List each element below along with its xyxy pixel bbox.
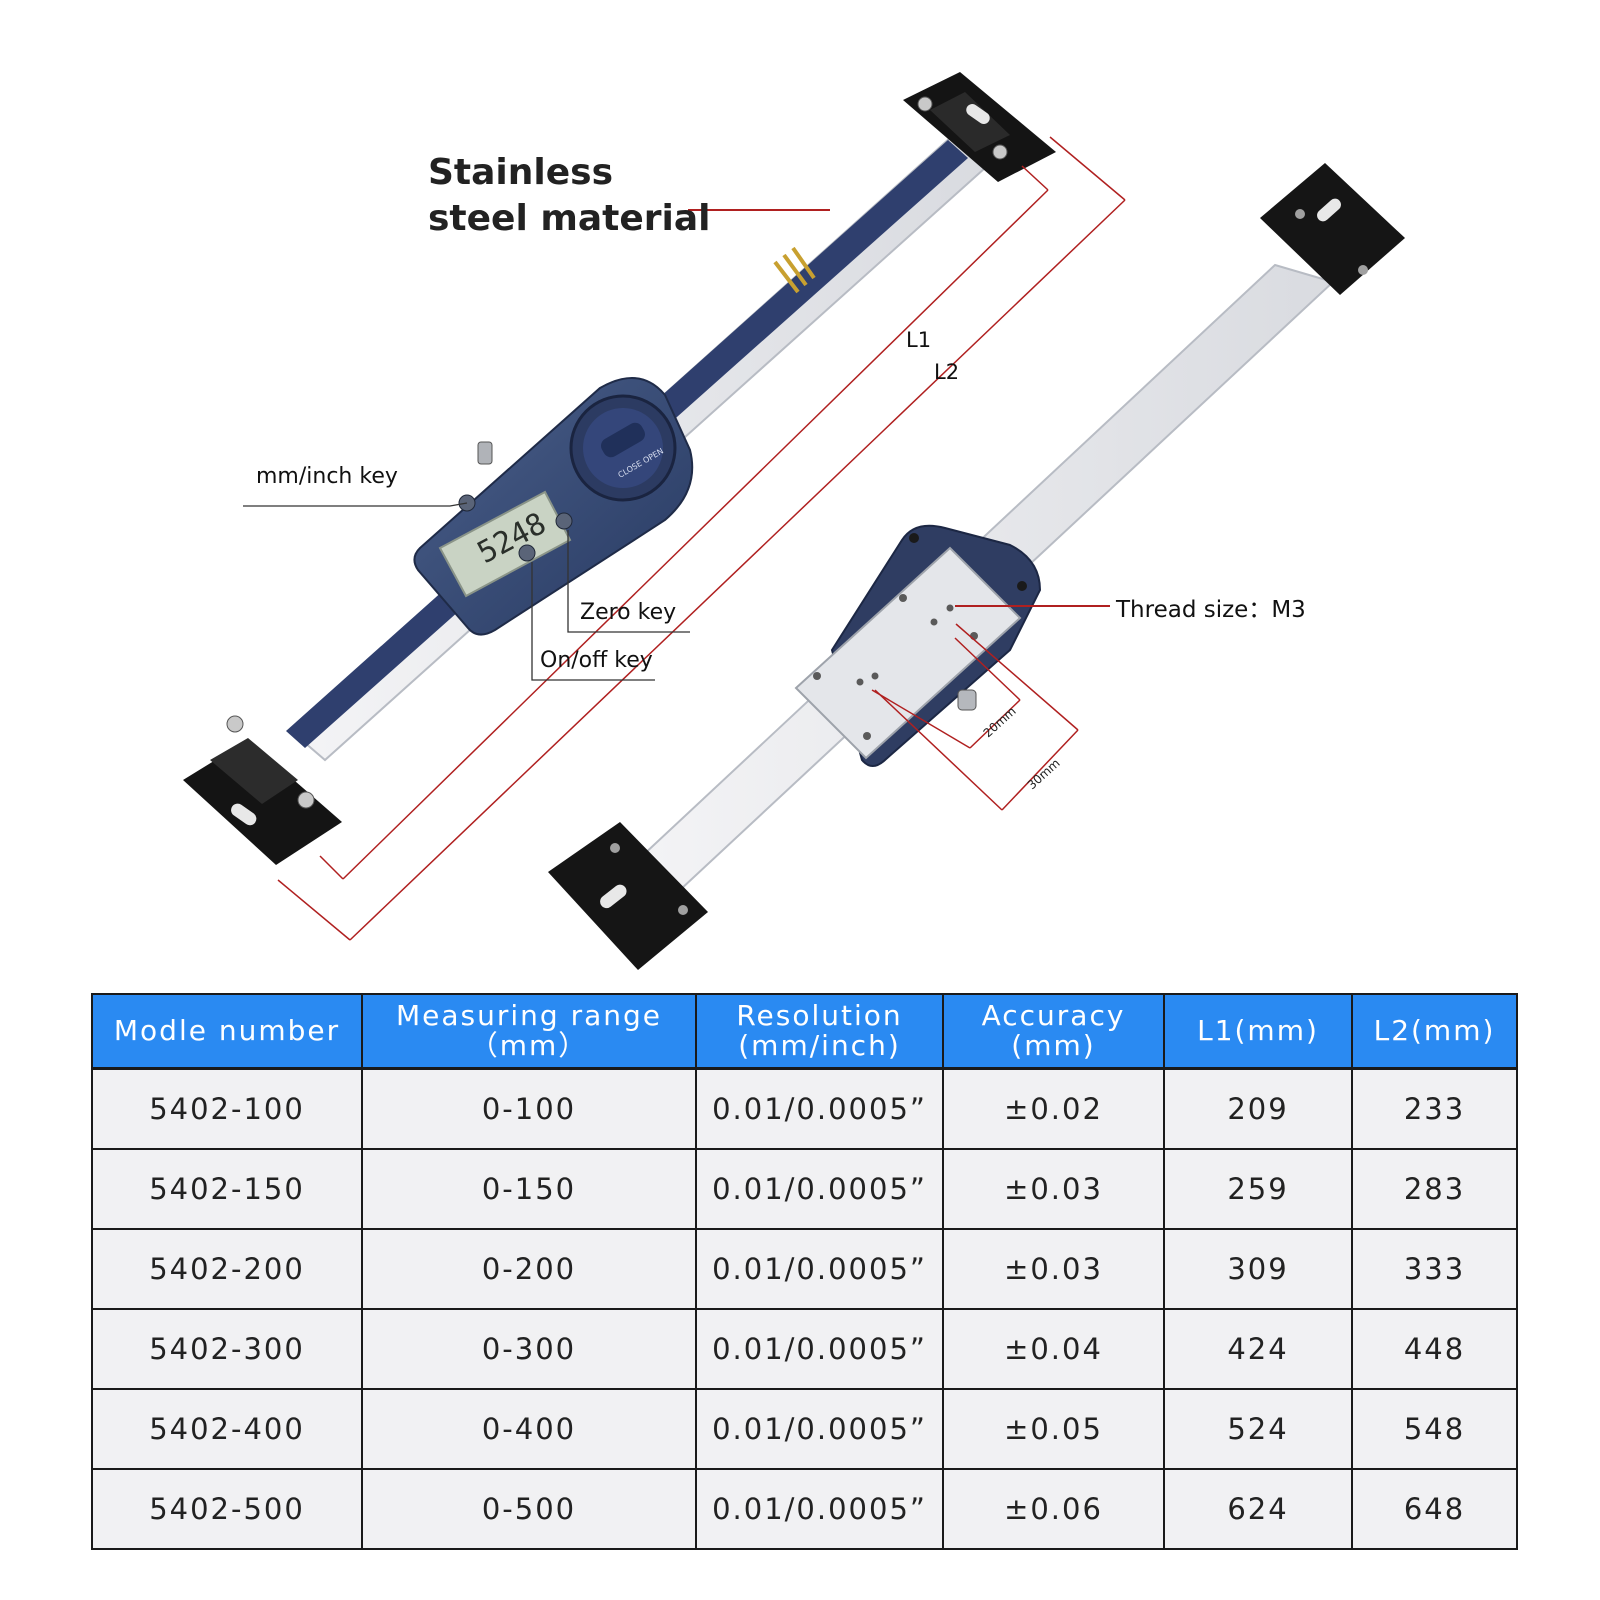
cell-range: 0-400 <box>361 1388 697 1470</box>
l2-line <box>349 199 1126 941</box>
header-l2: L2(mm) <box>1351 993 1518 1070</box>
cell-l2: 233 <box>1351 1067 1518 1150</box>
cell-l2: 548 <box>1351 1388 1518 1470</box>
rear-set-screw <box>957 689 977 711</box>
l2-label: L2 <box>934 360 960 384</box>
dim-20mm-label: 20mm <box>981 704 1019 740</box>
rear-top-slot <box>1317 198 1341 222</box>
cell-accuracy: ±0.05 <box>942 1388 1165 1470</box>
cell-l2: 648 <box>1351 1468 1518 1550</box>
rear-bottom-bracket <box>548 822 708 970</box>
material-callout: Stainless steel material <box>428 150 711 242</box>
table-row: 5402-100 0-100 0.01/0.0005” ±0.02 209 23… <box>91 1067 1518 1150</box>
product-illustration: CLOSE OPEN 5248 <box>183 72 1405 970</box>
bottom-screw-2 <box>297 791 315 809</box>
header-l1: L1(mm) <box>1163 993 1353 1070</box>
cell-range: 0-300 <box>361 1308 697 1390</box>
onoff-key-label: On/off key <box>540 648 653 673</box>
front-scale: CLOSE OPEN 5248 <box>183 72 1056 865</box>
cell-accuracy: ±0.03 <box>942 1228 1165 1310</box>
cell-model: 5402-300 <box>91 1308 363 1390</box>
gold-stripes <box>773 246 816 294</box>
cell-range: 0-150 <box>361 1148 697 1230</box>
top-bracket-face <box>930 92 1010 152</box>
cell-model: 5402-150 <box>91 1148 363 1230</box>
bottom-bracket-face <box>210 738 298 804</box>
cell-l1: 424 <box>1163 1308 1353 1390</box>
dimension-lines <box>277 136 1126 941</box>
cell-l1: 524 <box>1163 1388 1353 1470</box>
cell-accuracy: ±0.02 <box>942 1067 1165 1150</box>
cell-l2: 283 <box>1351 1148 1518 1230</box>
table-row: 5402-200 0-200 0.01/0.0005” ±0.03 309 33… <box>91 1228 1518 1310</box>
l1-line <box>342 189 1049 880</box>
thread-size-label: Thread size：M3 <box>1116 597 1306 623</box>
cell-range: 0-200 <box>361 1228 697 1310</box>
cell-model: 5402-100 <box>91 1067 363 1150</box>
dim-30mm-label: 30mm <box>1025 756 1063 792</box>
spec-table: Modle number Measuring range（mm） Resolut… <box>91 993 1518 1550</box>
cell-range: 0-100 <box>361 1067 697 1150</box>
zero-leader <box>567 530 690 633</box>
table-header-row: Modle number Measuring range（mm） Resolut… <box>91 993 1518 1070</box>
cell-accuracy: ±0.06 <box>942 1468 1165 1550</box>
lcd-window <box>438 490 572 598</box>
cell-accuracy: ±0.03 <box>942 1148 1165 1230</box>
bottom-screw-1 <box>226 715 244 733</box>
cell-model: 5402-200 <box>91 1228 363 1310</box>
cell-model: 5402-500 <box>91 1468 363 1550</box>
top-screw-2 <box>992 144 1008 160</box>
bottom-bracket-slot <box>231 803 257 826</box>
mm-inch-key-label: mm/inch key <box>256 464 398 489</box>
cell-range: 0-500 <box>361 1468 697 1550</box>
onoff-leader <box>531 562 655 681</box>
dim-30mm-line <box>1001 729 1079 811</box>
cell-resolution: 0.01/0.0005” <box>695 1308 944 1390</box>
rear-scale <box>548 163 1405 970</box>
cell-resolution: 0.01/0.0005” <box>695 1468 944 1550</box>
cell-l2: 333 <box>1351 1228 1518 1310</box>
cell-l1: 309 <box>1163 1228 1353 1310</box>
header-resolution: Resolution(mm/inch) <box>695 993 944 1070</box>
table-row: 5402-300 0-300 0.01/0.0005” ±0.04 424 44… <box>91 1308 1518 1390</box>
cell-resolution: 0.01/0.0005” <box>695 1067 944 1150</box>
dim-20mm-line <box>969 699 1021 749</box>
cell-l1: 209 <box>1163 1067 1353 1150</box>
onoff-button <box>518 544 536 562</box>
set-screw <box>477 441 493 465</box>
cell-l1: 259 <box>1163 1148 1353 1230</box>
leader-lines <box>243 209 1110 681</box>
cell-resolution: 0.01/0.0005” <box>695 1388 944 1470</box>
zero-button <box>555 512 573 530</box>
header-range: Measuring range（mm） <box>361 993 697 1070</box>
zero-key-label: Zero key <box>580 600 677 625</box>
rear-bottom-slot <box>600 884 627 909</box>
rear-top-bracket <box>1260 163 1405 295</box>
cell-l1: 624 <box>1163 1468 1353 1550</box>
dial-knob <box>601 422 645 458</box>
table-row: 5402-400 0-400 0.01/0.0005” ±0.05 524 54… <box>91 1388 1518 1470</box>
cell-accuracy: ±0.04 <box>942 1308 1165 1390</box>
cell-model: 5402-400 <box>91 1388 363 1470</box>
table-row: 5402-150 0-150 0.01/0.0005” ±0.03 259 28… <box>91 1148 1518 1230</box>
material-line-2: steel material <box>428 198 711 239</box>
top-bracket-slot <box>966 103 990 125</box>
table-row: 5402-500 0-500 0.01/0.0005” ±0.06 624 64… <box>91 1468 1518 1550</box>
cell-resolution: 0.01/0.0005” <box>695 1148 944 1230</box>
mm-inch-leader <box>243 502 468 507</box>
l1-label: L1 <box>906 328 932 352</box>
header-model: Modle number <box>91 993 363 1070</box>
header-accuracy: Accuracy(mm) <box>942 993 1165 1070</box>
material-line-1: Stainless <box>428 152 614 193</box>
mounting-plate <box>794 546 1022 760</box>
cell-l2: 448 <box>1351 1308 1518 1390</box>
top-screw-1 <box>917 96 933 112</box>
cell-resolution: 0.01/0.0005” <box>695 1228 944 1310</box>
